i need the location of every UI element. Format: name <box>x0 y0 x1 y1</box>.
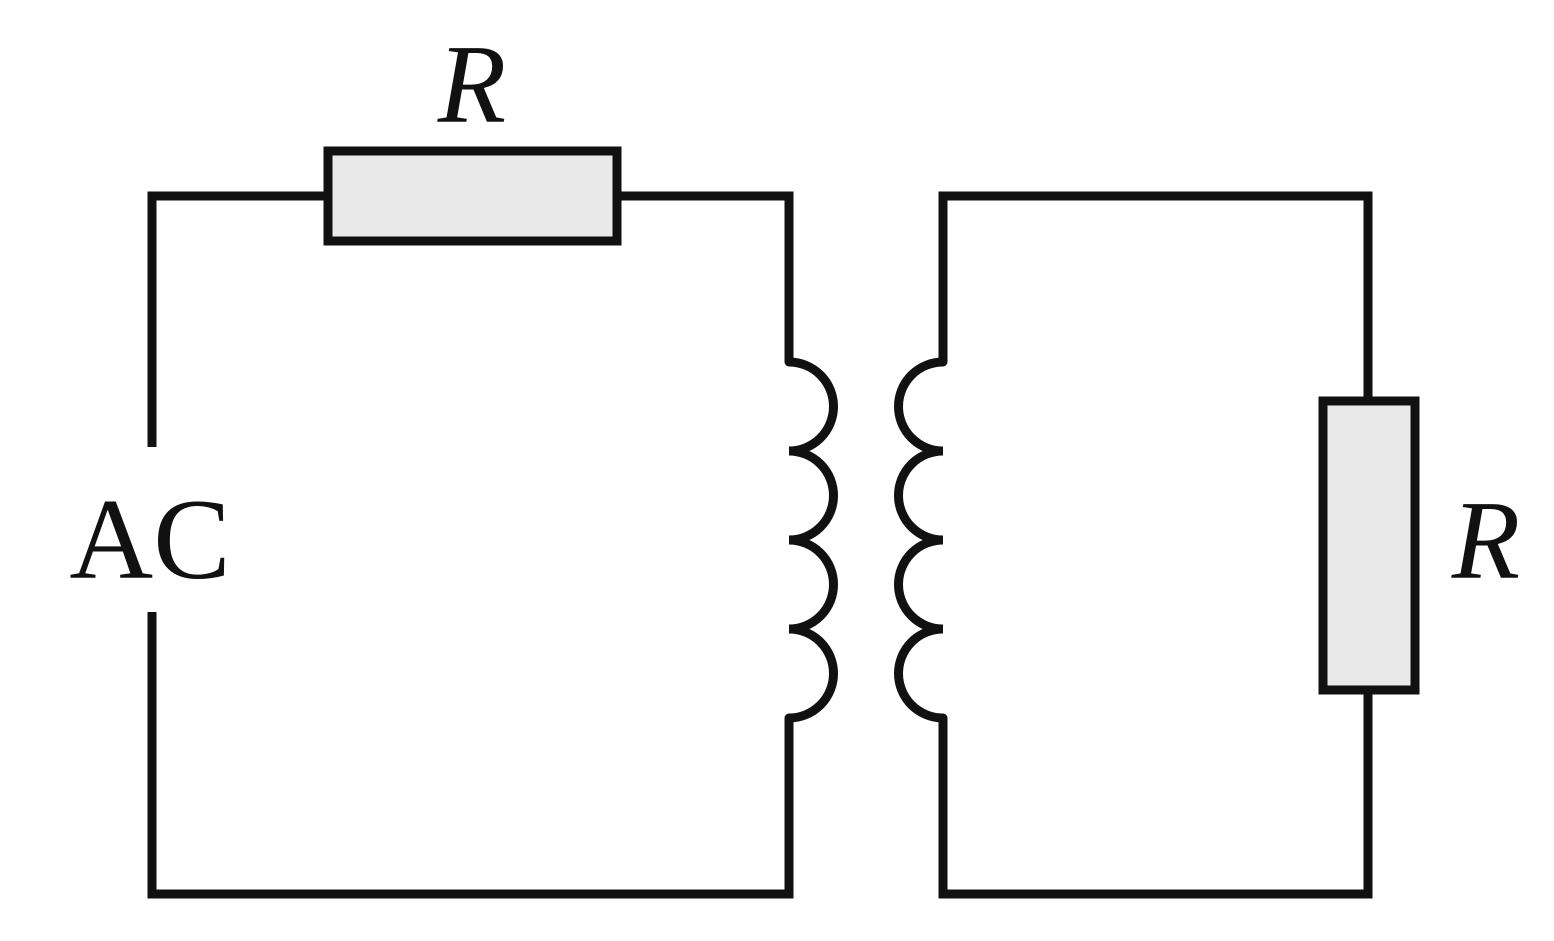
primary-top-right-wire <box>617 191 794 362</box>
series-resistor <box>323 146 622 246</box>
load-resistor-label: R <box>1451 479 1520 603</box>
ac-source-label: AC <box>69 476 230 604</box>
primary-bottom-right-wire <box>147 612 794 899</box>
primary-coil <box>784 357 838 723</box>
secondary-top-wire <box>938 191 1373 401</box>
secondary-bottom-wire <box>938 690 1373 899</box>
primary-circuit <box>147 191 794 899</box>
primary-top-left-wire <box>147 191 328 447</box>
load-resistor <box>1318 396 1420 695</box>
secondary-coil <box>894 357 948 723</box>
series-resistor-label: R <box>437 23 506 147</box>
secondary-circuit <box>938 191 1373 899</box>
